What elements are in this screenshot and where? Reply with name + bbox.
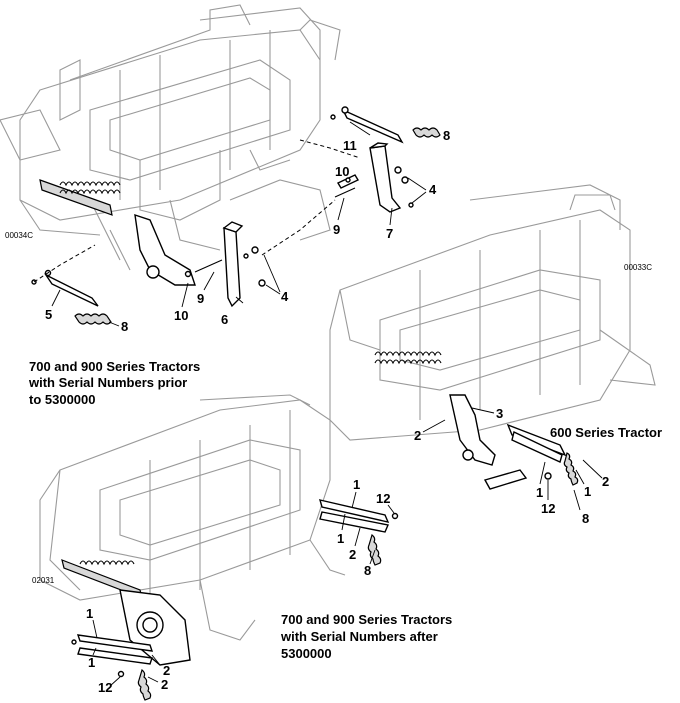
callout-12-mid: 12 [376, 491, 390, 506]
callouts-bottom-left: 1 1 2 12 2 [86, 606, 170, 695]
callout-8-left: 8 [121, 319, 128, 334]
callout-5: 5 [45, 307, 52, 322]
caption-post-serial: 700 and 900 Series Tractors with Serial … [280, 612, 452, 661]
figure-code-bottom: 02031 [32, 576, 55, 585]
callouts-top-left: 4 9 10 6 5 8 [45, 254, 289, 334]
callout-4-top-a: 4 [429, 182, 437, 197]
figure-code-right: 00033C [624, 263, 652, 272]
callout-10-top: 10 [335, 164, 349, 179]
callout-2-right-b: 2 [602, 474, 609, 489]
caption-pre-serial-line-2: with Serial Numbers prior [28, 375, 187, 390]
right-tractor-frame [329, 184, 656, 441]
caption-pre-serial-line-3: to 5300000 [29, 392, 96, 407]
caption-post-serial-line-2: with Serial Numbers after [280, 629, 438, 644]
bottom-spring-assembly [61, 559, 191, 666]
callout-1-mid-a: 1 [353, 477, 360, 492]
caption-pre-serial-line-1: 700 and 900 Series Tractors [29, 359, 200, 374]
callout-1-bl-a: 1 [86, 606, 93, 621]
caption-600-series: 600 Series Tractor [550, 425, 662, 440]
top-left-parts [31, 221, 266, 325]
callouts-top-right: 11 8 10 4 9 7 [333, 121, 450, 241]
callout-2-right-a: 2 [414, 428, 421, 443]
figure-code-top: 00034C [5, 231, 33, 240]
caption-post-serial-line-1: 700 and 900 Series Tractors [281, 612, 452, 627]
top-left-spring-assembly [39, 179, 223, 286]
callout-1-right-b: 1 [584, 484, 591, 499]
callout-10-left: 10 [174, 308, 188, 323]
callout-4-left: 4 [281, 289, 289, 304]
callout-1-bl-b: 1 [88, 655, 95, 670]
callout-2-bl-a: 2 [163, 663, 170, 678]
callout-6: 6 [221, 312, 228, 327]
top-tractor-frame [0, 4, 341, 271]
bottom-tractor-frame [39, 394, 346, 641]
callout-8-mid: 8 [364, 563, 371, 578]
right-spring-assembly [374, 351, 579, 490]
bottom-left-parts [71, 634, 154, 701]
callout-8-right: 8 [582, 511, 589, 526]
callout-12-right: 12 [541, 501, 555, 516]
bottom-middle-parts [319, 499, 399, 566]
caption-pre-serial: 700 and 900 Series Tractors with Serial … [28, 359, 200, 407]
callout-11: 11 [343, 138, 357, 153]
callout-1-right-a: 1 [536, 485, 543, 500]
callout-3: 3 [496, 406, 503, 421]
callout-2-mid: 2 [349, 547, 356, 562]
callout-2-bl-b: 2 [161, 677, 168, 692]
callout-9-top: 9 [333, 222, 340, 237]
callout-8-top: 8 [443, 128, 450, 143]
caption-post-serial-line-3: 5300000 [281, 646, 332, 661]
callouts-bottom-middle: 1 12 1 2 8 [337, 477, 395, 578]
callout-7: 7 [386, 226, 393, 241]
callout-12-bl: 12 [98, 680, 112, 695]
callouts-right: 3 2 2 1 12 1 8 [414, 406, 609, 526]
callout-1-mid-b: 1 [337, 531, 344, 546]
callout-9-left: 9 [197, 291, 204, 306]
top-right-parts [261, 106, 441, 256]
